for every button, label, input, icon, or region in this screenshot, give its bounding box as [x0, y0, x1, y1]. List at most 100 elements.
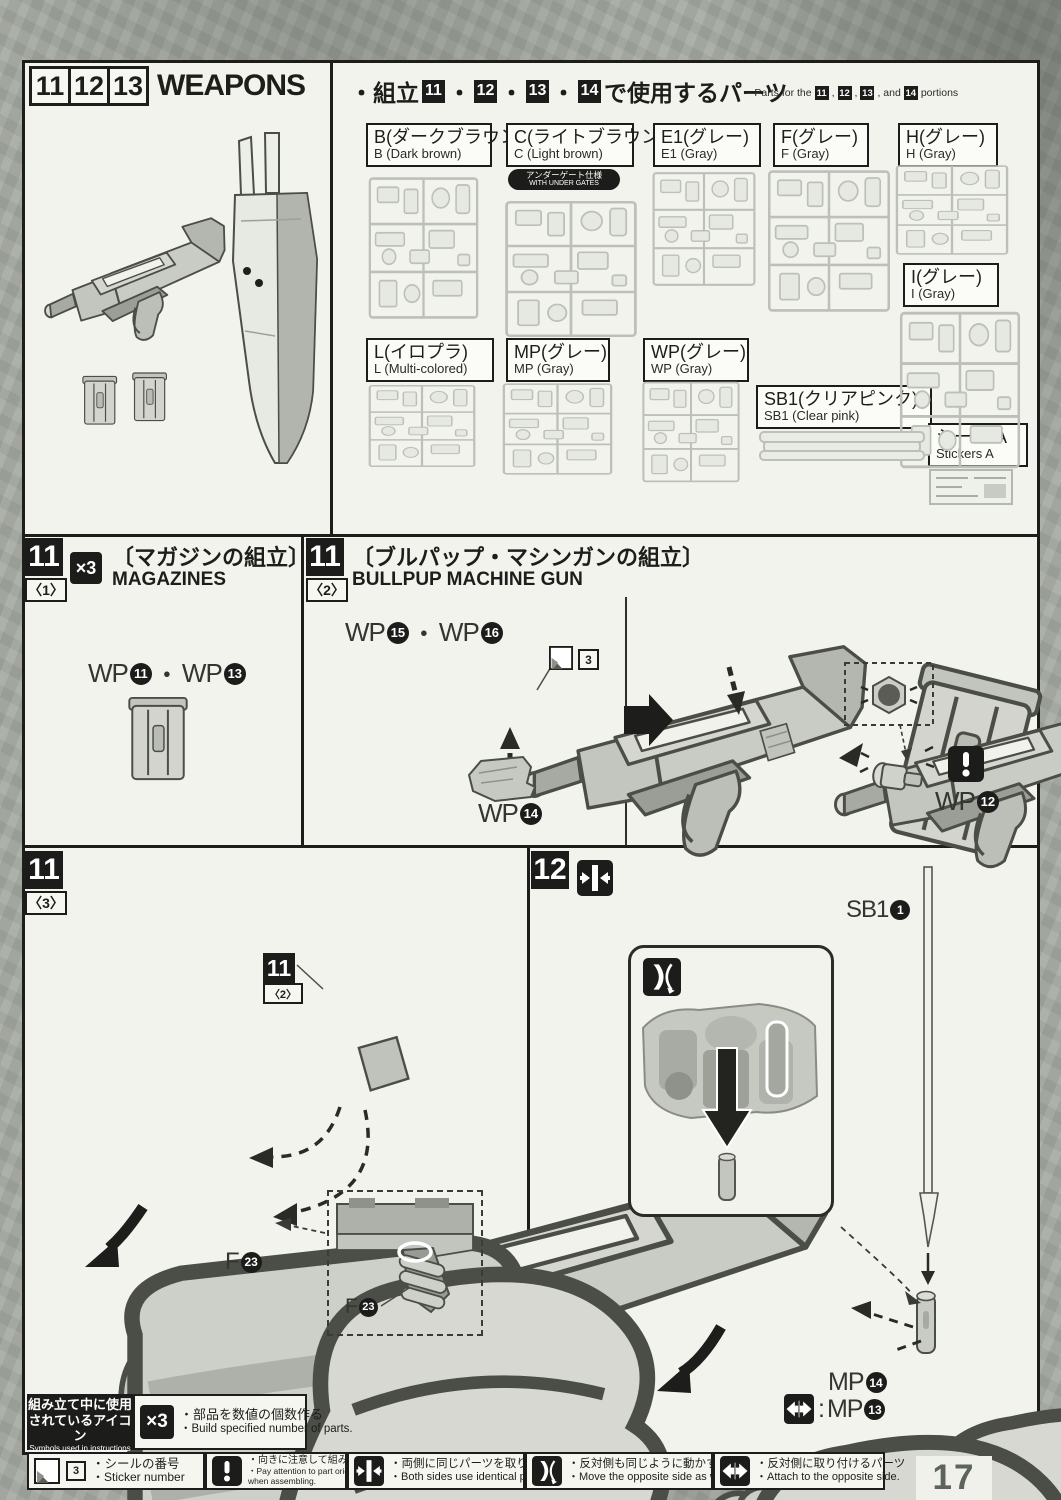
warning-icon: [948, 746, 984, 782]
step-12-diagram: [657, 866, 1037, 1449]
runner-art-SB1: [759, 431, 925, 461]
step-badge-11-1: 11: [25, 538, 63, 576]
part-code: F: [225, 1248, 240, 1275]
runner-B-en: B (Dark brown): [374, 146, 462, 162]
part-label-wp14: WP 14: [478, 798, 542, 829]
part-code: WP: [438, 617, 480, 647]
legend-warning-jp: ・向きに注意して組み立てる: [248, 1455, 378, 1467]
step-11-2-title-en: BULLPUP MACHINE GUN: [352, 569, 583, 590]
runner-L-en: L (Multi-colored): [374, 361, 468, 377]
parts-header-en-tail: portions: [920, 87, 959, 99]
part-code: WP: [478, 798, 519, 828]
runner-label-E1: E1(グレー) E1 (Gray): [653, 123, 761, 167]
parts-header-jp-tail: で使用するパーツ: [604, 80, 788, 106]
legend-attach-en: ・Attach to the opposite side.: [756, 1471, 900, 1484]
legend-both-jp: ・両側に同じパーツを取り付ける: [390, 1458, 563, 1471]
under-gate-badge: アンダーゲート仕様 WITH UNDER GATES: [508, 169, 620, 190]
sticker-number-box: 3: [66, 1461, 86, 1481]
legend-sticker-jp: ・シールの番号: [92, 1456, 180, 1471]
step-11-2-diagram: [467, 595, 1037, 848]
step-number-13: 13: [107, 66, 149, 106]
part-label-sb1-1: SB1 1: [846, 896, 911, 924]
machine-gun-illustration: [36, 215, 236, 351]
warning-icon: [212, 1456, 242, 1486]
step-11-3-diagram: [85, 964, 525, 1450]
step-11-1-title-jp: 〔マガジンの組立〕: [112, 545, 311, 570]
dot: ・: [448, 80, 471, 106]
runner-H-jp: H(グレー): [906, 127, 985, 147]
dot: ・: [153, 660, 180, 690]
divider: [25, 845, 1037, 848]
runner-label-SB1: SB1(クリアピンク) SB1 (Clear pink): [756, 385, 932, 429]
dot: ・: [552, 80, 575, 106]
runner-label-MP: MP(グレー) MP (Gray): [506, 338, 610, 382]
runner-art-E1: [650, 168, 758, 290]
both-sides-icon: [354, 1456, 384, 1486]
runner-WP-en: WP (Gray): [651, 361, 713, 377]
step-sub-11-2: 〈2〉: [306, 578, 348, 602]
shield-blade-illustration: [231, 132, 319, 464]
sticker-number-box: 3: [578, 649, 599, 670]
ref-step-sub: 〈2〉: [263, 983, 303, 1004]
runner-label-L: L(イロプラ) L (Multi-colored): [366, 338, 494, 382]
page-number-tab: 17: [916, 1456, 992, 1500]
muzzle-detail-hex: [860, 675, 918, 715]
emphasis-marks: [859, 745, 935, 774]
move-opposite-icon: [532, 1456, 562, 1486]
part-circled-number: 23: [358, 1297, 378, 1317]
legend-attach-jp: ・反対側に取り付けるパーツ: [756, 1458, 906, 1471]
runner-E1-en: E1 (Gray): [661, 146, 718, 162]
legend-title-en: Symbols used in instructions: [29, 1443, 131, 1453]
part-circled-number: 16: [480, 621, 503, 644]
legend-x3: ×3 ・部品を数値の個数作る ・Build specified number o…: [133, 1394, 353, 1450]
runner-WP-jp: WP(グレー): [651, 342, 746, 362]
runner-label-F: F(グレー) F (Gray): [773, 123, 869, 167]
x3-icon: ×3: [140, 1405, 174, 1439]
badge-13: 13: [860, 86, 875, 100]
part-circled-number: 13: [223, 662, 246, 685]
sep: , and: [877, 87, 901, 99]
dot: ・: [500, 80, 523, 106]
part-code: SB1: [846, 896, 889, 923]
legend-warning-en2: when assembling.: [248, 1475, 317, 1486]
runner-I-en: I (Gray): [911, 286, 956, 302]
peg-part-illustration: [916, 1290, 936, 1354]
parts-header-en: - Parts for the 11 , 12 , 13 , and 14 po…: [748, 86, 958, 100]
antenna-blade-illustration: [919, 866, 939, 1248]
part-circled-number: 23: [240, 1251, 262, 1273]
ref-badge-11-2: 11 〈2〉: [263, 953, 303, 1004]
page-number: 17: [932, 1458, 976, 1497]
runner-F-jp: F(グレー): [781, 127, 858, 147]
part-code: WP: [181, 658, 223, 688]
runner-H-en: H (Gray): [906, 146, 956, 162]
legend-sticker-en: ・Sticker number: [92, 1470, 185, 1485]
part-code: F: [345, 1295, 358, 1318]
parts-header-en-head: - Parts for the: [748, 87, 812, 99]
legend-move-jp: ・反対側も同じように動かす: [568, 1458, 718, 1471]
attach-opposite-icon: [784, 1394, 814, 1424]
part-circled-number: 14: [519, 802, 542, 825]
magazine-part-illustration: [122, 692, 196, 786]
runner-C-jp: C(ライトブラウン): [514, 127, 665, 147]
runner-label-B: B(ダークブラウン) B (Dark brown): [366, 123, 524, 167]
legend-warning-en1: ・Pay attention to part orientation: [248, 1465, 375, 1476]
legend-move-opposite: ・反対側も同じように動かす ・Move the opposite side as…: [525, 1452, 732, 1490]
parts-header-jp-head: ・組立: [350, 80, 419, 106]
runner-art-F: [765, 165, 893, 317]
runner-label-C: C(ライトブラウン) C (Light brown): [506, 123, 665, 167]
legend-attach-opposite: ・反対側に取り付けるパーツ ・Attach to the opposite si…: [713, 1452, 905, 1490]
next-step-arrow: [624, 694, 673, 746]
part-circled-number: 13: [864, 1399, 886, 1420]
runner-label-H: H(グレー) H (Gray): [898, 123, 998, 167]
legend-x3-jp: ・部品を数値の個数作る: [180, 1406, 324, 1422]
runner-I-jp: I(グレー): [911, 267, 982, 287]
under-gate-jp: アンダーゲート仕様: [525, 170, 603, 180]
part-circled-number: 14: [865, 1372, 887, 1393]
part-circled-number: 1: [890, 900, 911, 920]
weapons-word: WEAPONS: [157, 69, 306, 102]
sep: ,: [854, 87, 858, 99]
runner-art-WP: [640, 378, 742, 486]
legend-both-en: ・Both sides use identical parts.: [390, 1471, 548, 1484]
runner-F-en: F (Gray): [781, 146, 830, 162]
